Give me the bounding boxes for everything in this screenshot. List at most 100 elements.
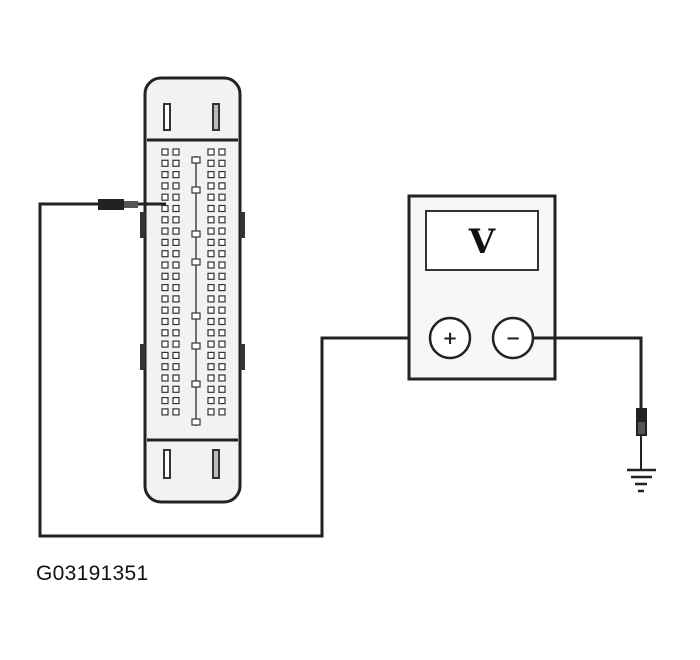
connector-pin	[218, 272, 226, 280]
connector-pin	[218, 238, 226, 246]
connector-bus-node	[191, 418, 201, 426]
connector-pin	[161, 295, 169, 303]
connector-pin	[172, 204, 180, 213]
ground-symbol-icon	[627, 468, 656, 493]
connector-pin	[207, 250, 215, 258]
connector-pin	[161, 159, 169, 167]
connector-pin	[161, 171, 169, 179]
connector-pin	[161, 329, 169, 337]
connector-pin	[172, 250, 180, 258]
connector-pin	[161, 193, 169, 201]
connector-pin	[218, 250, 226, 258]
connector-pin	[218, 204, 226, 213]
connector-pin	[161, 227, 169, 235]
connector-pin	[207, 182, 215, 190]
connector-pin	[207, 284, 215, 292]
connector-bus-node	[191, 258, 201, 266]
connector-pin	[172, 374, 180, 382]
meter-display-symbol: V	[468, 222, 496, 262]
connector-pin	[207, 148, 215, 156]
connector-pin	[172, 182, 180, 190]
connector-pin	[172, 148, 180, 156]
connector-pin	[172, 351, 180, 359]
connector-pin	[161, 408, 169, 416]
connector-pins	[161, 148, 226, 426]
connector-pin	[161, 385, 169, 393]
connector-pin	[218, 340, 226, 348]
connector-pin	[172, 385, 180, 393]
connector-bus-node	[191, 312, 201, 320]
connector-pin	[207, 329, 215, 337]
connector-pin	[207, 397, 215, 405]
connector-pin	[172, 227, 180, 235]
connector-pin	[161, 238, 169, 246]
connector-pin	[207, 272, 215, 280]
connector-bus-node	[191, 186, 201, 194]
connector-pin	[172, 272, 180, 280]
connector-pin	[161, 397, 169, 405]
connector-pin	[218, 159, 226, 167]
connector-pin	[172, 159, 180, 167]
connector-pin	[207, 408, 215, 416]
ground-probe-icon	[636, 408, 647, 470]
connector-pin	[218, 171, 226, 179]
connector-pin	[161, 250, 169, 258]
connector-pin	[218, 261, 226, 269]
positive-terminal-label: +	[442, 328, 457, 349]
connector-pin	[218, 193, 226, 201]
connector-pin	[207, 317, 215, 326]
connector-pin	[161, 204, 169, 213]
connector-pin	[207, 261, 215, 269]
connector-pin	[172, 306, 180, 314]
connector-pin	[207, 171, 215, 179]
connector-pin	[207, 306, 215, 314]
connector-pin	[207, 385, 215, 393]
multi-pin-connector-icon	[140, 76, 245, 504]
connector-pin	[207, 295, 215, 303]
connector-pin	[218, 216, 226, 224]
connector-pin	[161, 261, 169, 269]
positive-terminal	[428, 316, 472, 360]
connector-pin	[218, 329, 226, 337]
connector-pin	[218, 351, 226, 359]
connector-pin	[207, 363, 215, 371]
connector-pin	[172, 295, 180, 303]
connector-pin	[172, 193, 180, 201]
connector-pin	[161, 374, 169, 382]
connector-pin	[172, 317, 180, 326]
connector-bus-node	[191, 156, 201, 164]
connector-pin	[161, 272, 169, 280]
connector-pin	[218, 182, 226, 190]
connector-pin	[218, 385, 226, 393]
connector-pin	[207, 340, 215, 348]
ground-lead-wire	[533, 336, 643, 408]
connector-pin	[207, 159, 215, 167]
connector-pin	[161, 363, 169, 371]
connector-pin	[172, 284, 180, 292]
connector-pin	[218, 363, 226, 371]
connector-bus-node	[191, 380, 201, 388]
connector-pin	[172, 408, 180, 416]
connector-pin	[161, 306, 169, 314]
connector-pin	[172, 216, 180, 224]
connector-bus-node	[191, 230, 201, 238]
voltmeter: V + −	[407, 194, 557, 381]
connector-pin	[172, 238, 180, 246]
connector-pin	[172, 329, 180, 337]
connector-pin	[161, 340, 169, 348]
connector-pin	[207, 216, 215, 224]
connector-pin	[218, 397, 226, 405]
connector-pin	[218, 284, 226, 292]
connector-pin	[218, 374, 226, 382]
connector-pin	[207, 193, 215, 201]
connector-pin	[207, 374, 215, 382]
connector-pin	[207, 351, 215, 359]
connector-pin	[172, 261, 180, 269]
connector-pin	[172, 363, 180, 371]
connector-bus-node	[191, 342, 201, 350]
connector-pin	[172, 340, 180, 348]
negative-terminal-label: −	[505, 328, 520, 349]
connector-pin	[218, 227, 226, 235]
connector-pin	[207, 227, 215, 235]
